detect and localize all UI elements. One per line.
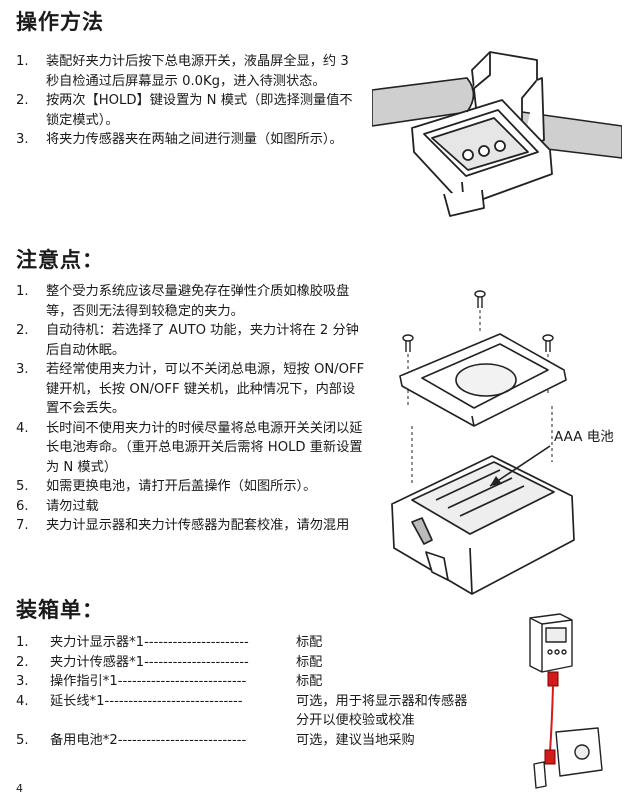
item-number: 5. — [16, 732, 29, 748]
list-item: 分开以便校验或校准 — [16, 711, 496, 731]
item-text: 如需更换电池，请打开后盖操作（如图所示）。 — [46, 479, 317, 494]
cable-kit-figure — [529, 613, 603, 789]
item-number: 3. — [16, 674, 29, 689]
notes-list: 1. 整个受力系统应该尽量避免存在弹性介质如橡胶吸盘等，否则无法得到较稳定的夹力。… — [16, 282, 368, 536]
list-item: 1. 夹力计显示器*1---------------------- 标配 — [16, 633, 496, 653]
item-number: 7. — [16, 518, 29, 533]
list-item: 2. 按两次【HOLD】键设置为 N 模式（即选择测量值不锁定模式）。 — [16, 91, 364, 130]
item-number: 1. — [16, 284, 29, 299]
item-text: 将夹力传感器夹在两轴之间进行测量（如图所示）。 — [46, 132, 343, 147]
item-number: 3. — [16, 132, 29, 147]
item-text: 操作指引*1--------------------------- — [50, 674, 247, 689]
item-number: 1. — [16, 54, 29, 69]
item-note: 标配 — [296, 635, 323, 650]
item-number: 3. — [16, 362, 29, 377]
item-note: 标配 — [296, 654, 323, 670]
item-number: 4. — [16, 420, 29, 436]
item-text: 备用电池*2--------------------------- — [50, 732, 247, 748]
screw-icon — [402, 334, 414, 352]
list-item: 2. 自动待机：若选择了 AUTO 功能，夹力计将在 2 分钟后自动休眠。 — [16, 321, 368, 360]
item-text: 整个受力系统应该尽量避免存在弹性介质如橡胶吸盘等，否则无法得到较稳定的夹力。 — [46, 284, 350, 319]
item-text: 装配好夹力计后按下总电源开关，液晶屏全显，约 3 秒自检通过后屏幕显示 0.0K… — [46, 54, 349, 89]
list-item: 3. 操作指引*1--------------------------- 标配 — [16, 672, 496, 692]
list-item: 5. 如需更换电池，请打开后盖操作（如图所示）。 — [16, 477, 368, 497]
screw-icon — [474, 290, 486, 308]
item-text: 夹力计传感器*1---------------------- — [50, 654, 249, 670]
item-text: 请勿过载 — [46, 498, 99, 514]
item-text: 长时间不使用夹力计的时候尽量将总电源开关关闭以延长电池寿命。（重开总电源开关后需… — [46, 420, 363, 475]
list-item: 2. 夹力计传感器*1---------------------- 标配 — [16, 653, 496, 673]
list-item: 3. 若经常使用夹力计，可以不关闭总电源，短按 ON/OFF 键开机，长按 ON/… — [16, 360, 368, 419]
item-note: 标配 — [296, 674, 323, 689]
item-number: 2. — [16, 93, 29, 108]
heading-packing: 装箱单： — [16, 598, 104, 622]
item-number: 1. — [16, 635, 29, 650]
item-note: 可选，建议当地采购 — [296, 732, 415, 748]
heading-notes: 注意点： — [16, 248, 104, 272]
list-item: 5. 备用电池*2--------------------------- 可选，建议… — [16, 731, 496, 751]
item-text: 自动待机：若选择了 AUTO 功能，夹力计将在 2 分钟后自动休眠。 — [46, 323, 359, 358]
battery-label: AAA 电池 — [554, 429, 614, 445]
battery-compartment-figure — [391, 290, 575, 595]
item-text: 延长线*1----------------------------- — [50, 693, 243, 709]
operation-list: 1. 装配好夹力计后按下总电源开关，液晶屏全显，约 3 秒自检通过后屏幕显示 0.… — [16, 52, 364, 150]
item-number: 4. — [16, 693, 29, 709]
heading-operation: 操作方法 — [16, 10, 104, 34]
list-item: 4. 延长线*1----------------------------- 可选，用… — [16, 692, 496, 712]
item-text: 按两次【HOLD】键设置为 N 模式（即选择测量值不锁定模式）。 — [46, 93, 353, 128]
list-item: 7. 夹力计显示器和夹力计传感器为配套校准，请勿混用 — [16, 516, 368, 536]
item-text: 夹力计显示器和夹力计传感器为配套校准，请勿混用 — [46, 518, 350, 533]
packing-list: 1. 夹力计显示器*1---------------------- 标配 2. 夹力计… — [16, 633, 496, 750]
screw-icon — [542, 334, 554, 352]
list-item: 3. 将夹力传感器夹在两轴之间进行测量（如图所示）。 — [16, 130, 364, 150]
item-text: 若经常使用夹力计，可以不关闭总电源，短按 ON/OFF 键开机，长按 ON/OF… — [46, 362, 365, 416]
list-item: 1. 整个受力系统应该尽量避免存在弹性介质如橡胶吸盘等，否则无法得到较稳定的夹力。 — [16, 282, 368, 321]
clamp-on-shafts-figure — [372, 51, 622, 217]
item-number: 6. — [16, 498, 29, 514]
item-note-continued: 分开以便校验或校准 — [296, 713, 415, 728]
item-number: 2. — [16, 654, 29, 670]
item-number: 2. — [16, 323, 29, 338]
list-item: 4. 长时间不使用夹力计的时候尽量将总电源开关关闭以延长电池寿命。（重开总电源开关… — [16, 419, 368, 478]
item-number: 5. — [16, 479, 29, 494]
list-item: 6. 请勿过载 — [16, 497, 368, 517]
list-item: 1. 装配好夹力计后按下总电源开关，液晶屏全显，约 3 秒自检通过后屏幕显示 0.… — [16, 52, 364, 91]
item-text: 夹力计显示器*1---------------------- — [50, 635, 249, 650]
item-note: 可选，用于将显示器和传感器 — [296, 693, 468, 709]
page-number: 4 — [16, 782, 23, 795]
